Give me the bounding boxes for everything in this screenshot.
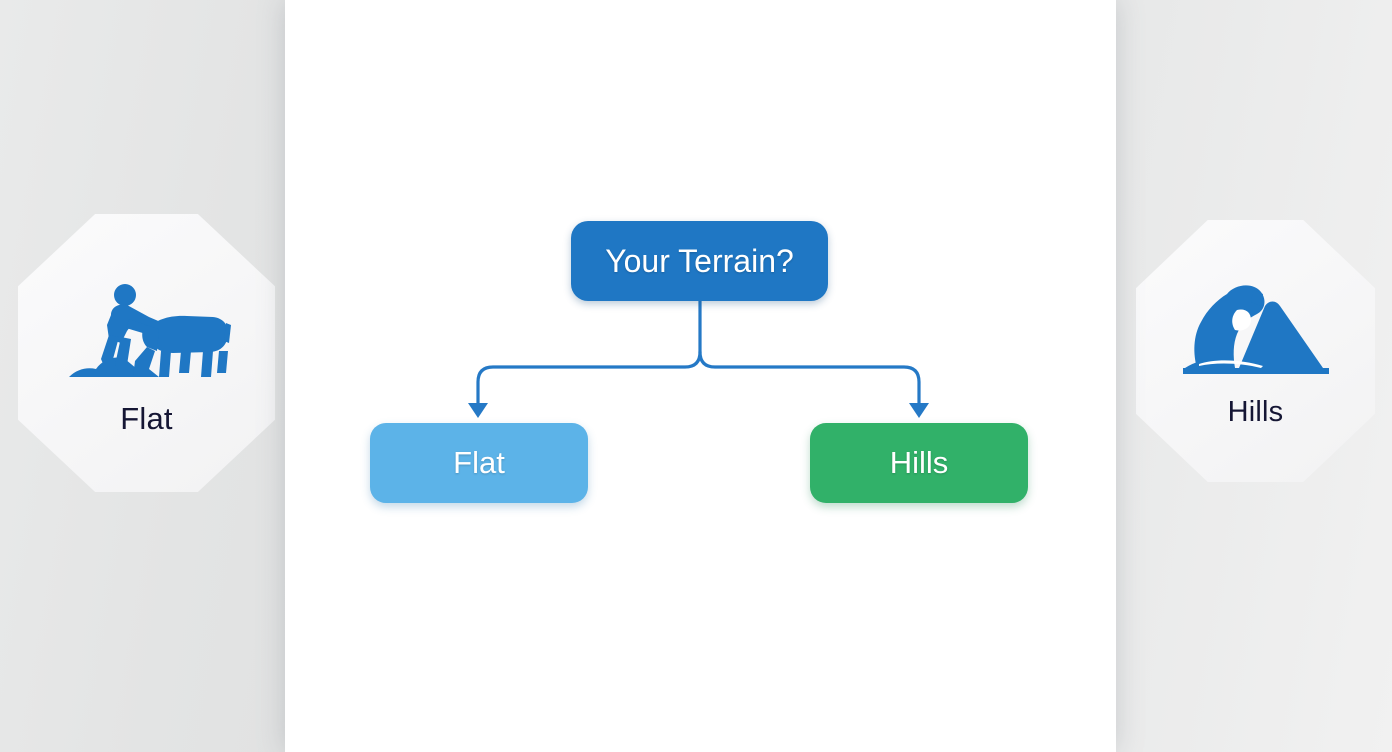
connector-to-flat [476, 350, 702, 407]
flowchart-node-hills-label: Hills [889, 445, 949, 480]
flowchart-canvas: Your Terrain? Flat Hills [285, 0, 1116, 752]
flowchart-node-root[interactable]: Your Terrain? [571, 221, 828, 301]
side-card-hills-content: Hills [1136, 220, 1375, 482]
flexed-bicep-mountain-icon [1182, 284, 1329, 374]
side-card-hills-label: Hills [1227, 395, 1284, 428]
arrowhead-hills-icon [909, 403, 929, 418]
arrowhead-flat-icon [468, 403, 488, 418]
side-card-flat-content: Flat [18, 214, 275, 492]
side-card-flat-label: Flat [120, 400, 173, 436]
farmer-plowing-with-ox-icon [68, 283, 231, 377]
side-card-flat[interactable]: Flat [18, 214, 275, 492]
flowchart-node-root-label: Your Terrain? [605, 242, 794, 279]
flowchart-connectors [468, 299, 929, 418]
flowchart-node-flat-label: Flat [453, 445, 505, 480]
connector-to-hills [698, 350, 921, 407]
flowchart-node-flat[interactable]: Flat [370, 423, 588, 503]
side-card-hills[interactable]: Hills [1136, 220, 1375, 482]
flowchart-node-hills[interactable]: Hills [810, 423, 1028, 503]
